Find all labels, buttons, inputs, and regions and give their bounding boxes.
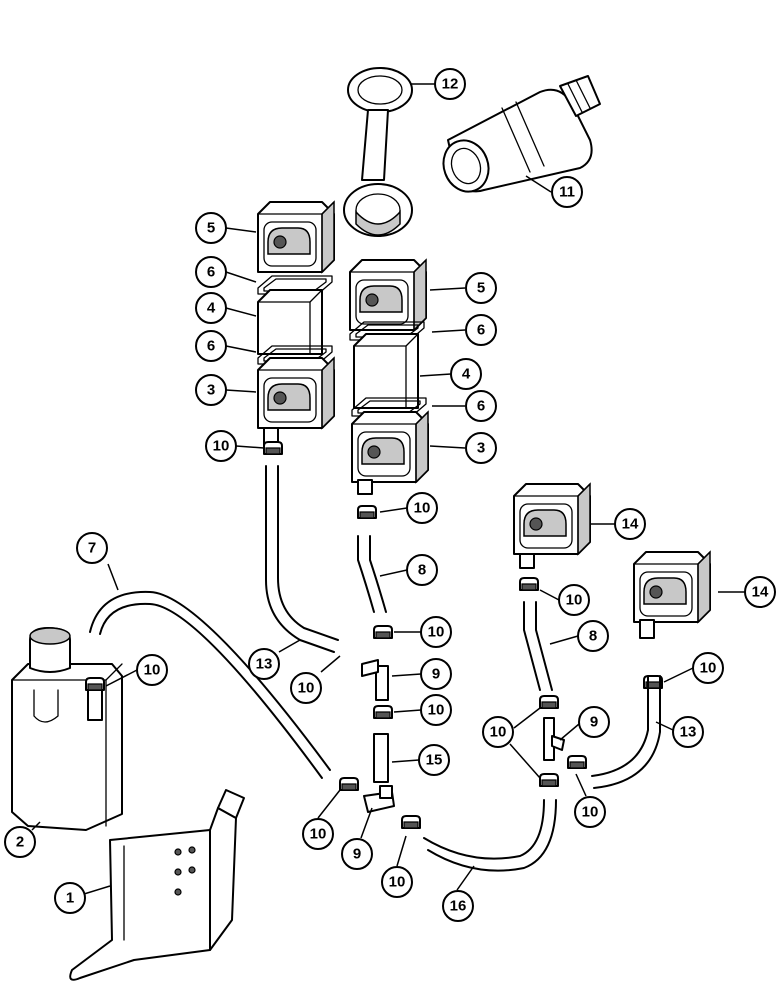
part-1-mounting-bracket xyxy=(69,789,245,981)
callout-label: 12 xyxy=(442,76,459,93)
callout-6-left-lower: 6 xyxy=(195,330,227,362)
leader-lines xyxy=(31,83,745,895)
callout-5-left: 5 xyxy=(195,212,227,244)
callout-4-middle: 4 xyxy=(450,358,482,390)
callout-label: 5 xyxy=(207,220,215,237)
callout-label: 10 xyxy=(490,724,507,741)
callout-10-hose13-left: 10 xyxy=(290,672,322,704)
callout-16: 16 xyxy=(442,890,474,922)
callout-label: 7 xyxy=(88,540,96,557)
callout-9-middle: 9 xyxy=(420,658,452,690)
callout-label: 10 xyxy=(566,592,583,609)
callout-8-right: 8 xyxy=(577,620,609,652)
callout-13-left: 13 xyxy=(248,648,280,680)
callout-14-lower: 14 xyxy=(744,576,776,608)
callout-10-left-stack: 10 xyxy=(205,430,237,462)
callout-9-bottom: 9 xyxy=(341,838,373,870)
callout-14-upper: 14 xyxy=(614,508,646,540)
callout-6-middle-lower: 6 xyxy=(465,390,497,422)
callout-label: 2 xyxy=(16,834,24,851)
callout-6-left-upper: 6 xyxy=(195,256,227,288)
callout-label: 6 xyxy=(477,398,485,415)
part-12-dust-cap xyxy=(343,67,413,237)
callout-10-right-tee: 10 xyxy=(482,716,514,748)
callout-label: 10 xyxy=(414,500,431,517)
callout-label: 10 xyxy=(298,680,315,697)
callout-label: 16 xyxy=(450,898,467,915)
callout-10-right-valve: 10 xyxy=(692,652,724,684)
callout-label: 10 xyxy=(389,874,406,891)
callout-label: 8 xyxy=(589,628,597,645)
callout-10-bottom-left: 10 xyxy=(302,818,334,850)
callout-10-middle-lower: 10 xyxy=(420,694,452,726)
callout-label: 5 xyxy=(477,280,485,297)
callout-label: 10 xyxy=(213,438,230,455)
callout-label: 6 xyxy=(207,264,215,281)
callout-label: 10 xyxy=(700,660,717,677)
callout-label: 15 xyxy=(426,752,443,769)
callout-label: 9 xyxy=(353,846,361,863)
callout-10-reservoir: 10 xyxy=(136,654,168,686)
callout-label: 14 xyxy=(622,516,639,533)
callout-11: 11 xyxy=(551,176,583,208)
callouts: 1 2 3 3 4 4 5 5 6 6 6 6 7 8 8 9 9 9 10 1… xyxy=(4,68,776,922)
callout-4-left: 4 xyxy=(195,292,227,324)
callout-8-middle: 8 xyxy=(406,554,438,586)
callout-label: 10 xyxy=(428,624,445,641)
callout-label: 10 xyxy=(144,662,161,679)
callout-10-middle-stack: 10 xyxy=(406,492,438,524)
callout-1: 1 xyxy=(54,882,86,914)
callout-label: 10 xyxy=(310,826,327,843)
callout-label: 13 xyxy=(680,724,697,741)
callout-label: 11 xyxy=(559,184,575,201)
callout-label: 10 xyxy=(428,702,445,719)
callout-15: 15 xyxy=(418,744,450,776)
callout-label: 9 xyxy=(590,714,598,731)
callout-10-right-upper: 10 xyxy=(558,584,590,616)
callout-label: 4 xyxy=(207,300,216,317)
callout-label: 6 xyxy=(207,338,215,355)
callout-label: 1 xyxy=(66,890,74,907)
callout-7: 7 xyxy=(76,532,108,564)
callout-label: 14 xyxy=(752,584,769,601)
middle-valve-stack xyxy=(349,259,429,519)
callout-label: 3 xyxy=(477,440,485,457)
callout-9-right: 9 xyxy=(578,706,610,738)
callout-label: 3 xyxy=(207,382,215,399)
left-valve-stack xyxy=(257,201,335,455)
callout-10-middle-upper: 10 xyxy=(420,616,452,648)
callout-label: 13 xyxy=(256,656,273,673)
part-2-reservoir xyxy=(11,627,123,831)
callout-label: 4 xyxy=(462,366,471,383)
callout-13-right: 13 xyxy=(672,716,704,748)
part-14-valve-lower xyxy=(633,551,711,689)
hoses xyxy=(89,465,661,872)
callout-10-bottom-right: 10 xyxy=(381,866,413,898)
callout-12: 12 xyxy=(434,68,466,100)
callout-3-middle: 3 xyxy=(465,432,497,464)
callout-5-middle: 5 xyxy=(465,272,497,304)
callout-6-middle-upper: 6 xyxy=(465,314,497,346)
part-14-valve-upper xyxy=(513,483,591,591)
callout-2: 2 xyxy=(4,826,36,858)
callout-label: 8 xyxy=(418,562,426,579)
callout-label: 9 xyxy=(432,666,440,683)
callout-label: 10 xyxy=(582,804,599,821)
callout-3-left: 3 xyxy=(195,374,227,406)
callout-label: 6 xyxy=(477,322,485,339)
part-11-quick-coupler xyxy=(442,75,601,193)
callout-10-right-lower: 10 xyxy=(574,796,606,828)
